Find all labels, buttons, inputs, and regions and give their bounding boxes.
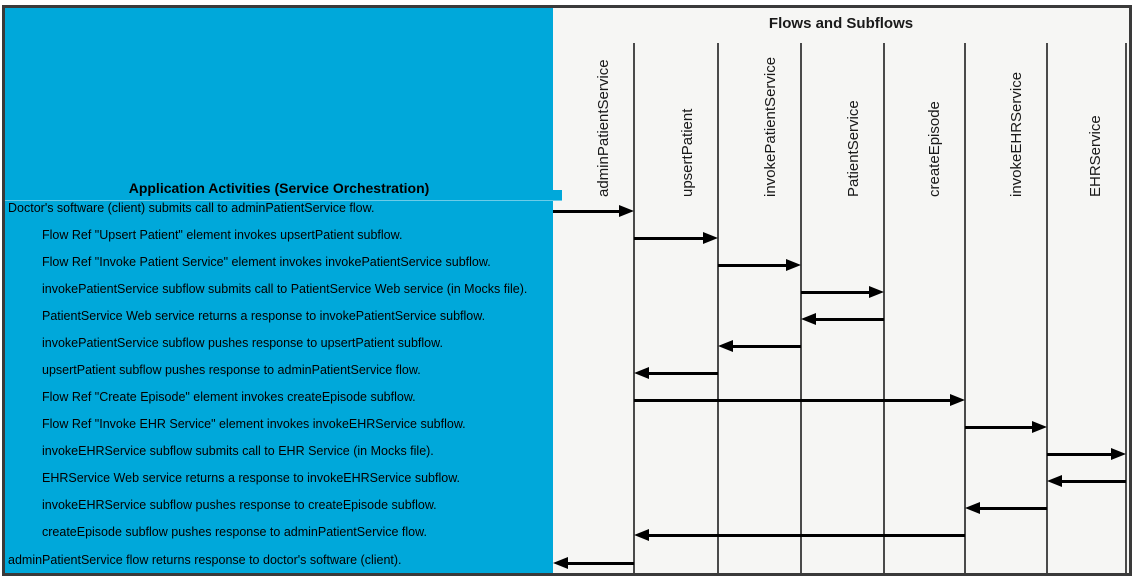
lifeline-label-PatientService: PatientService [845, 100, 862, 197]
lifeline-label-invokeEHRService: invokeEHRService [1008, 71, 1025, 197]
arrowhead-icon [634, 366, 649, 379]
activity-row: invokePatientService subflow pushes resp… [42, 335, 443, 350]
arrowhead-icon [786, 258, 801, 271]
lifeline-createEpisode [964, 43, 966, 573]
activity-row: Flow Ref "Create Episode" element invoke… [42, 390, 416, 405]
lifeline-upsertPatient [717, 43, 719, 573]
arrowhead-icon [718, 339, 733, 352]
lifeline-label-invokePatientService: invokePatientService [762, 56, 779, 197]
flows-panel-title: Flows and Subflows [768, 15, 914, 32]
message-arrow [634, 236, 708, 240]
message-arrow [553, 209, 624, 213]
lifeline-label-EHRService: EHRService [1087, 115, 1104, 197]
lifeline-label-upsertPatient: upsertPatient [679, 108, 696, 197]
lifeline-label-createEpisode: createEpisode [926, 101, 943, 197]
activities-panel-title: Application Activities (Service Orchestr… [128, 180, 430, 196]
activity-row: invokePatientService subflow submits cal… [42, 281, 528, 296]
activity-row: Doctor's software (client) submits call … [8, 200, 375, 215]
message-arrow [728, 344, 801, 348]
activity-row: adminPatientService flow returns respons… [8, 552, 402, 567]
arrowhead-icon [869, 285, 884, 298]
arrowhead-icon [703, 231, 718, 244]
activities-panel-separator [5, 200, 562, 201]
lifeline-label-adminPatientService: adminPatientService [595, 59, 612, 197]
arrowhead-icon [1111, 448, 1126, 461]
message-arrow [975, 507, 1047, 511]
activity-row: Flow Ref "Upsert Patient" element invoke… [42, 227, 403, 242]
arrowhead-icon [1032, 421, 1047, 434]
arrowhead-icon [634, 529, 649, 542]
activities-panel [5, 8, 553, 573]
activity-row: PatientService Web service returns a res… [42, 308, 486, 323]
message-arrow [634, 399, 955, 403]
message-arrow [965, 426, 1037, 430]
arrowhead-icon [619, 204, 634, 217]
activity-row: createEpisode subflow pushes response to… [42, 525, 427, 540]
lifeline-invokeEHRService [1046, 43, 1048, 573]
activity-row: invokeEHRService subflow submits call to… [42, 444, 434, 459]
activity-row: upsertPatient subflow pushes response to… [42, 362, 421, 377]
message-arrow [1047, 453, 1116, 457]
activities-panel-header-band [5, 190, 562, 201]
activity-row: Flow Ref "Invoke Patient Service" elemen… [42, 254, 491, 269]
arrowhead-icon [950, 394, 965, 407]
message-arrow [811, 317, 884, 321]
activity-row: EHRService Web service returns a respons… [42, 471, 460, 486]
message-arrow [644, 371, 718, 375]
arrowhead-icon [965, 502, 980, 515]
lifeline-invokePatientService [800, 43, 802, 573]
activity-row: Flow Ref "Invoke EHR Service" element in… [42, 417, 466, 432]
activity-row: invokeEHRService subflow pushes response… [42, 498, 437, 513]
message-arrow [644, 534, 965, 538]
message-arrow [801, 290, 874, 294]
arrowhead-icon [1047, 475, 1062, 488]
arrowhead-icon [553, 556, 568, 569]
message-arrow [563, 561, 634, 565]
message-arrow [1057, 480, 1126, 484]
arrowhead-icon [801, 312, 816, 325]
lifeline-PatientService [883, 43, 885, 573]
message-arrow [718, 263, 791, 267]
lifeline-adminPatientService [633, 43, 635, 573]
flows-panel [553, 8, 1129, 573]
lifeline-EHRService [1125, 43, 1127, 573]
